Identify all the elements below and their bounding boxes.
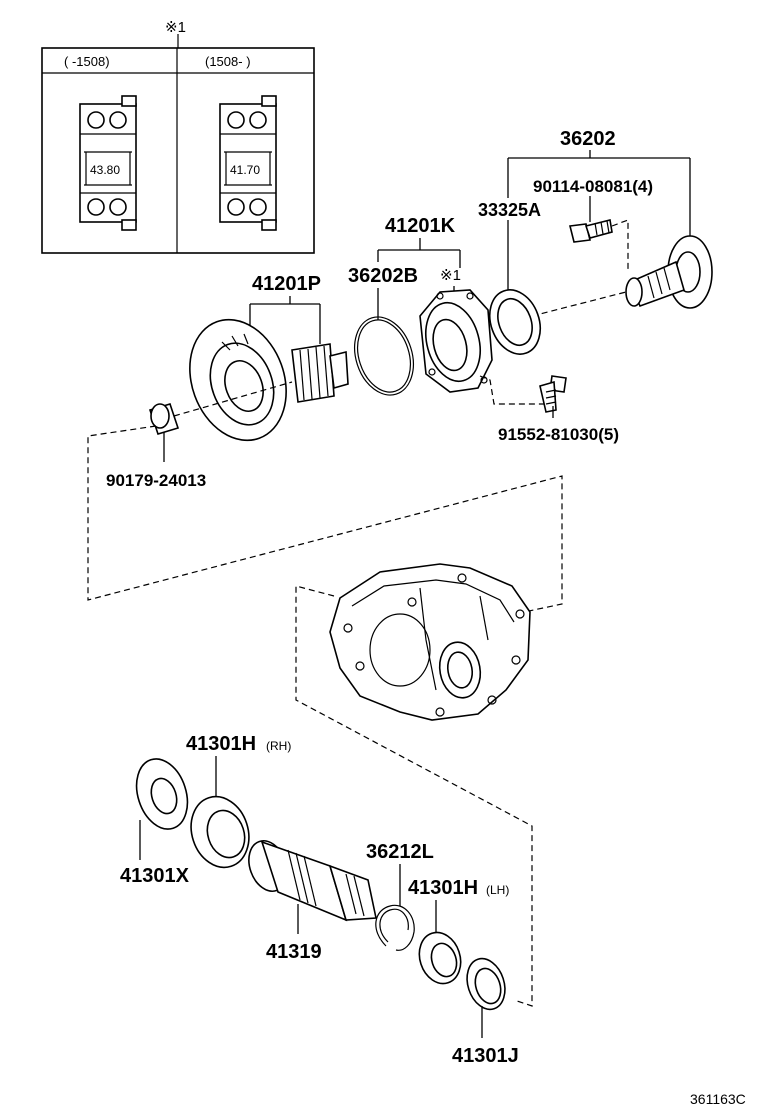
seal-41301J-icon	[466, 957, 506, 1011]
snap-ring-36212L-icon	[375, 904, 415, 951]
label-41301H-rh: 41301H	[186, 733, 256, 755]
shaft-41319-icon	[248, 840, 377, 922]
bolt-91552-icon	[539, 375, 567, 413]
marker-gear: ※1	[440, 267, 461, 284]
label-91552-81030: 91552-81030(5)	[498, 425, 619, 444]
label-90179-24013: 90179-24013	[106, 471, 206, 490]
plug-90179-icon	[148, 403, 180, 435]
inset-frame	[41, 47, 315, 254]
bearing-retainer-icon	[419, 289, 493, 393]
label-90114-08081: 90114-08081(4)	[533, 177, 653, 196]
inset-marker: ※1	[165, 19, 186, 36]
label-41201P: 41201P	[252, 273, 321, 295]
washer-41301X-icon	[135, 758, 189, 830]
output-flange-icon	[625, 235, 713, 309]
bearing-variant-inset: ※1 ( -1508) (1508- ) 43.80	[41, 19, 315, 254]
diagram-code: 361163C	[690, 1091, 746, 1107]
bearing-41301H-rh-icon	[190, 795, 250, 869]
oil-seal-33325A-icon	[488, 289, 542, 355]
label-41319: 41319	[266, 941, 322, 963]
label-33325A: 33325A	[478, 200, 541, 220]
bearing-41301H-lh-icon	[418, 931, 462, 985]
inset-left-header: ( -1508)	[64, 54, 110, 69]
label-36202B: 36202B	[348, 265, 418, 287]
bearing-late-icon	[219, 95, 277, 231]
inset-right-dimension: 41.70	[230, 163, 260, 177]
inset-right-header: (1508- )	[205, 54, 251, 69]
bearing-early-icon	[79, 95, 137, 231]
o-ring-36202B-icon	[354, 316, 414, 396]
bolt-90114-icon	[569, 219, 613, 243]
transfer-case-housing-icon	[329, 563, 531, 721]
label-36202: 36202	[560, 128, 616, 150]
drive-pinion-icon	[291, 343, 349, 403]
inset-left-dimension: 43.80	[90, 163, 120, 177]
label-41301J: 41301J	[452, 1045, 519, 1067]
label-41301H-lh: 41301H	[408, 877, 478, 899]
label-41201K: 41201K	[385, 215, 456, 237]
label-lh: (LH)	[486, 883, 509, 897]
ring-gear-icon	[189, 318, 287, 442]
label-36212L: 36212L	[366, 841, 434, 863]
label-41301X: 41301X	[120, 865, 190, 887]
label-rh: (RH)	[266, 739, 291, 753]
